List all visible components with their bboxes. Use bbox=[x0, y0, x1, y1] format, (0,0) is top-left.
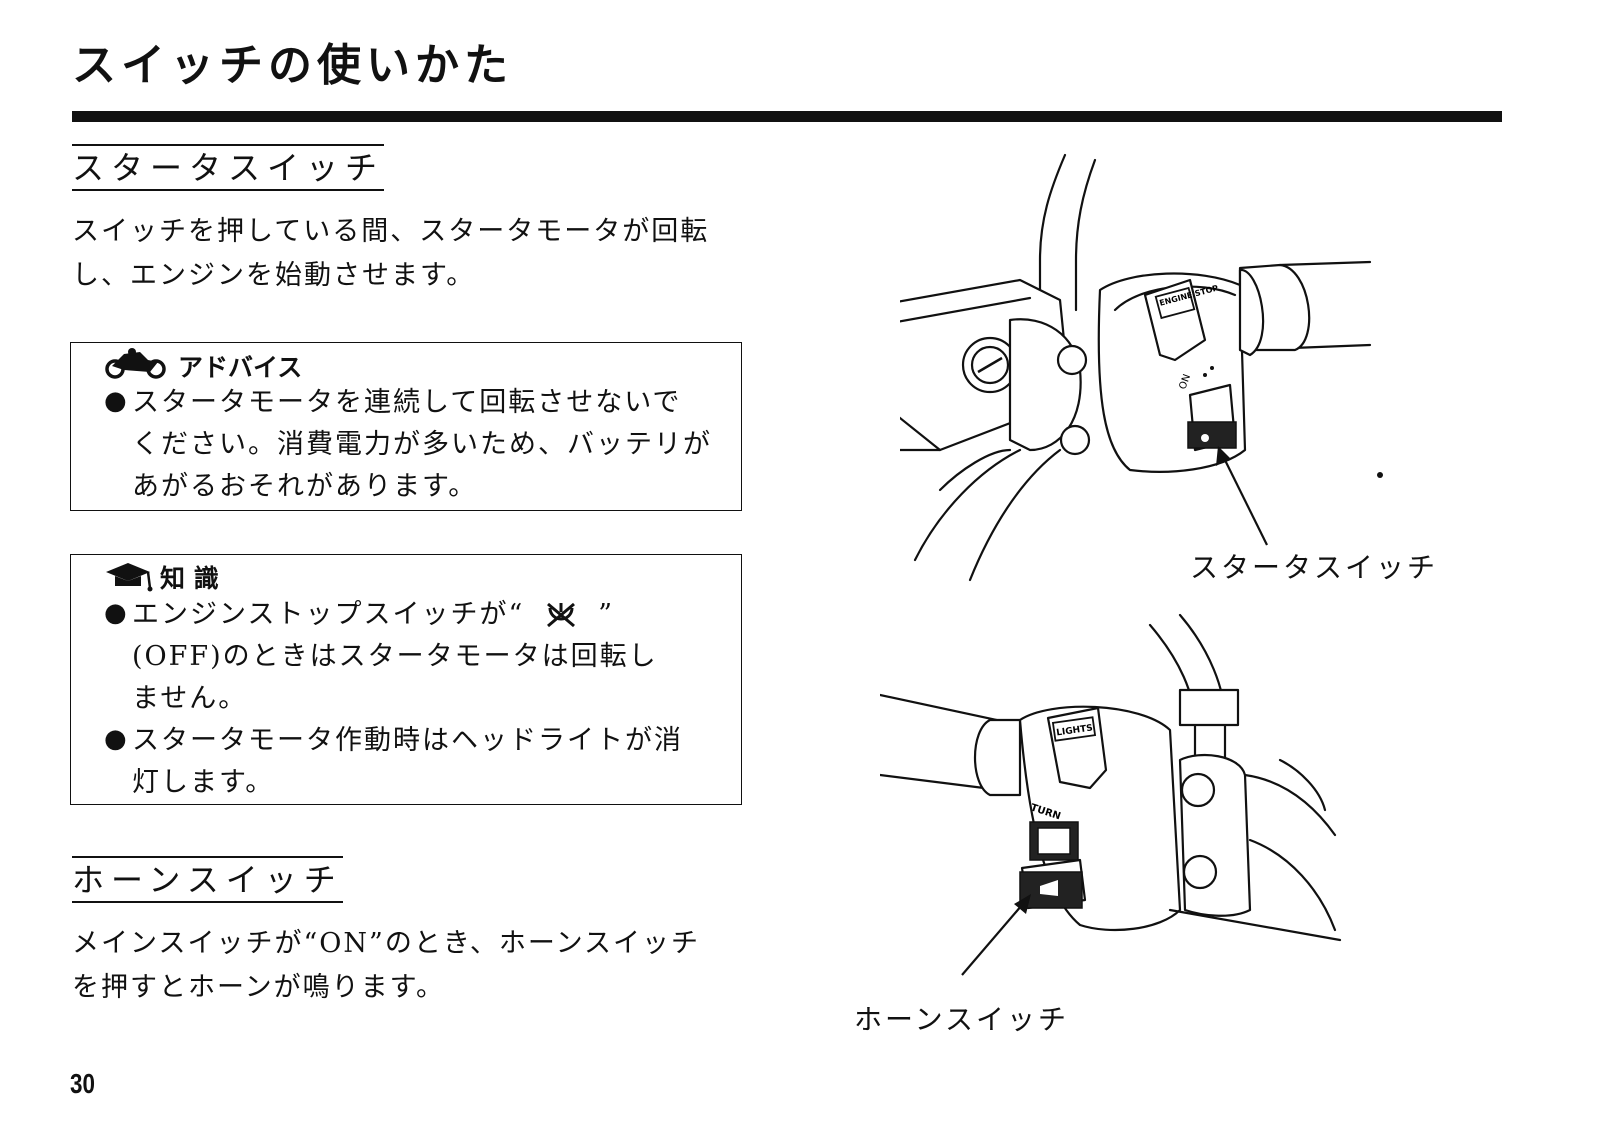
advice-text: スタータモータを連続して回転させないで ください。消費電力が多いため、バッテリが… bbox=[132, 382, 732, 508]
on-label: ON bbox=[1177, 373, 1193, 391]
knowledge-item-1: エンジンストップスイッチが“ ” (OFF)のときはスタータモータは回転し ませ… bbox=[132, 594, 732, 720]
knowledge-line: スタータモータ作動時はヘッドライトが消 bbox=[132, 725, 683, 756]
starter-switch-description: スイッチを押している間、スタータモータが回転 し、エンジンを始動させます。 bbox=[72, 210, 752, 298]
page-number: 30 bbox=[70, 1068, 95, 1099]
advice-box bbox=[70, 342, 742, 511]
bullet-marker: ● bbox=[104, 598, 127, 628]
title-rule bbox=[72, 111, 1502, 122]
page-title: スイッチの使いかた bbox=[72, 40, 513, 91]
knowledge-box bbox=[70, 554, 742, 805]
advice-heading: アドバイス bbox=[178, 353, 303, 382]
starter-switch-heading: スタータスイッチ bbox=[72, 144, 385, 191]
knowledge-line: エンジンストップスイッチが“ ” bbox=[132, 594, 732, 636]
advice-line: ください。消費電力が多いため、バッテリが bbox=[132, 429, 712, 460]
horn-switch-callout: ホーンスイッチ bbox=[854, 1003, 1070, 1036]
starter-description-line: し、エンジンを始動させます。 bbox=[72, 260, 476, 291]
starter-switch-callout: スタータスイッチ bbox=[1190, 551, 1439, 584]
motorcycle-icon bbox=[105, 348, 166, 379]
horn-description-line: メインスイッチが“ON”のとき、ホーンスイッチ bbox=[72, 928, 701, 959]
bullet-marker: ● bbox=[104, 724, 127, 754]
graduation-cap-icon bbox=[106, 563, 153, 592]
knowledge-line: 灯します。 bbox=[132, 767, 275, 798]
horn-switch-heading: ホーンスイッチ bbox=[72, 856, 343, 903]
starter-description-line: スイッチを押している間、スタータモータが回転 bbox=[72, 216, 710, 247]
bullet-marker: ● bbox=[104, 386, 127, 416]
knowledge-line: ません。 bbox=[132, 683, 248, 714]
advice-line: あがるおそれがあります。 bbox=[132, 471, 478, 502]
knowledge-line-text: エンジンストップスイッチが“ bbox=[132, 599, 525, 630]
knowledge-line-text: ” bbox=[598, 599, 615, 630]
left-handlebar-illustration: LIGHTS TURN bbox=[880, 613, 1342, 976]
knowledge-heading: 知 識 bbox=[160, 564, 219, 593]
advice-line: スタータモータを連続して回転させないで bbox=[132, 387, 682, 418]
horn-switch-description: メインスイッチが“ON”のとき、ホーンスイッチ を押すとホーンが鳴ります。 bbox=[72, 922, 752, 1010]
horn-description-line: を押すとホーンが鳴ります。 bbox=[72, 972, 445, 1003]
right-handlebar-illustration: ENGINE STOP ON bbox=[900, 153, 1383, 582]
knowledge-item-2: スタータモータ作動時はヘッドライトが消 灯します。 bbox=[132, 720, 732, 804]
knowledge-line: (OFF)のときはスタータモータは回転し bbox=[132, 641, 658, 672]
engine-stop-off-icon bbox=[547, 602, 576, 628]
